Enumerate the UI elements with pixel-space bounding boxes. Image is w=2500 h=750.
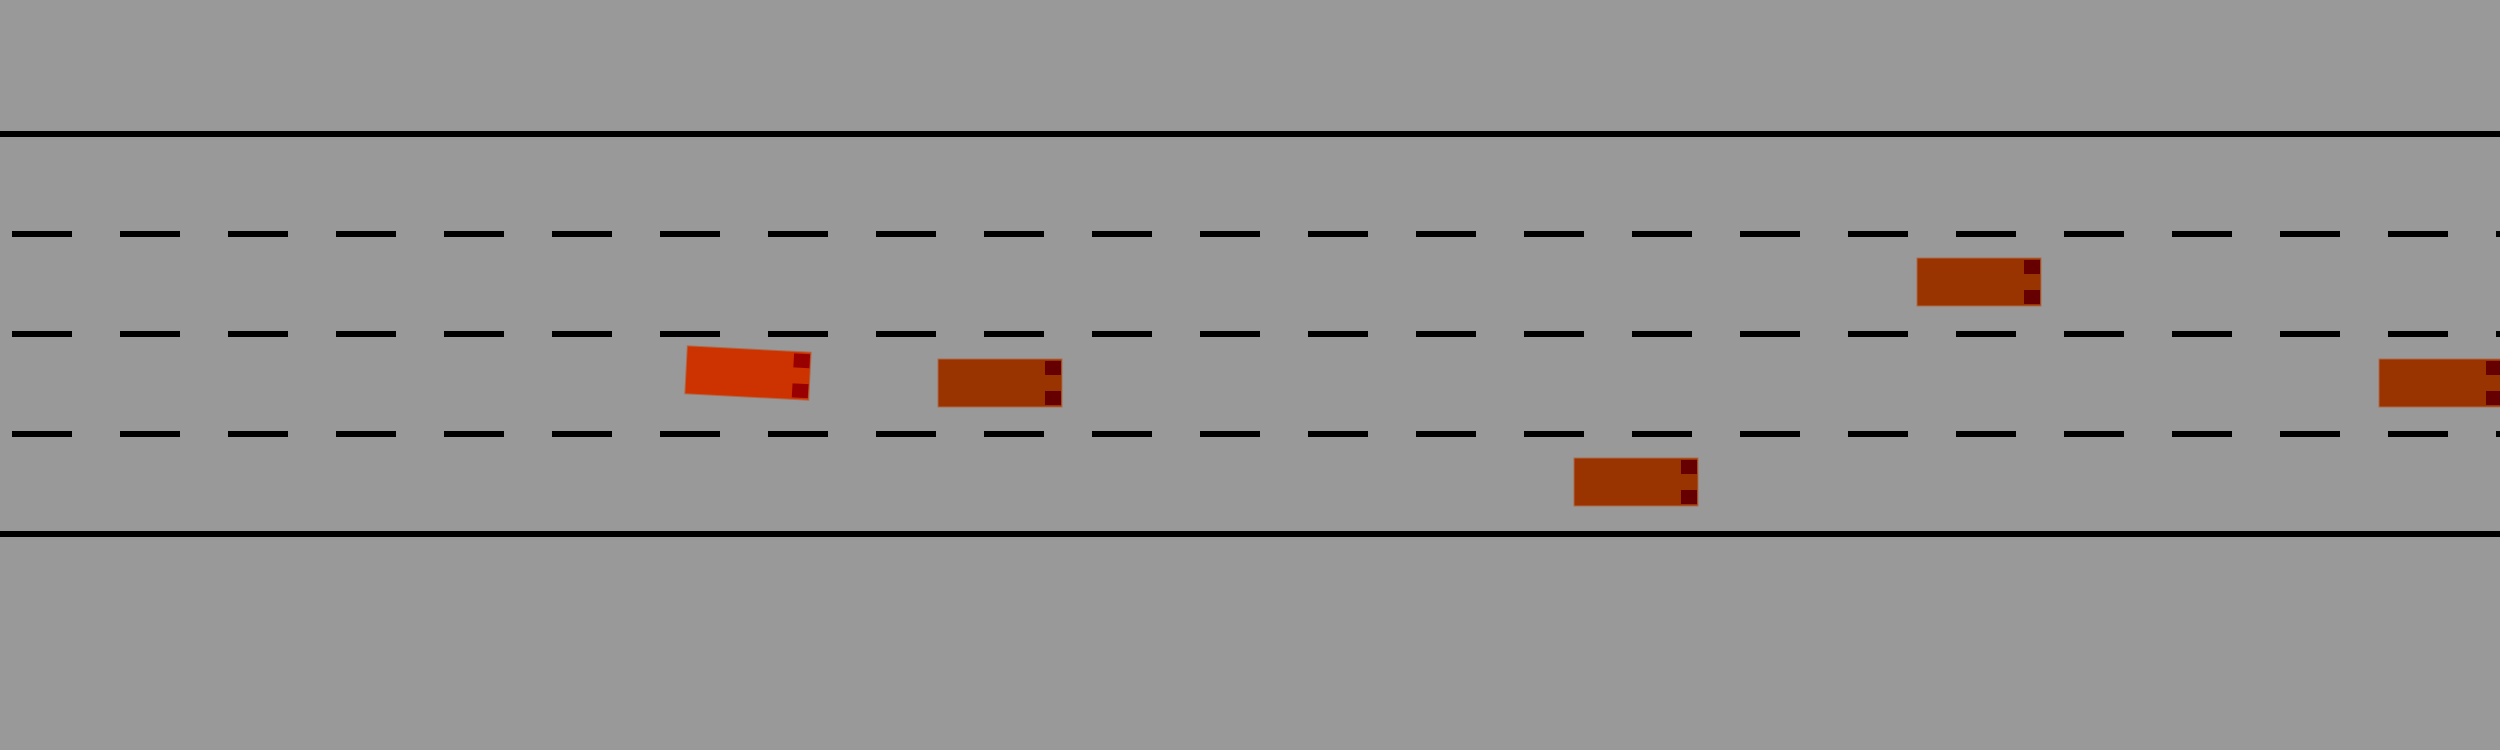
headlight-right [791,383,809,399]
vehicles [684,257,2500,507]
vehicle-4 [2378,358,2500,408]
headlight-left [2024,260,2040,274]
vehicle-body [2378,358,2500,408]
headlight-right [1045,391,1061,405]
headlight-right [2024,290,2040,304]
vehicle-2 [1573,457,1699,507]
headlight-right [2486,391,2500,405]
vehicle-3 [1916,257,2042,307]
headlight-left [1681,460,1697,474]
headlight-left [793,353,811,369]
vehicle-body [684,345,812,401]
vehicle-body [1916,257,2042,307]
vehicle-body [1573,457,1699,507]
road-lines [0,131,2500,537]
ego-vehicle [684,345,812,401]
headlight-left [1045,361,1061,375]
headlight-right [1681,490,1697,504]
headlight-left [2486,361,2500,375]
vehicle-body [937,358,1063,408]
vehicle-1 [937,358,1063,408]
